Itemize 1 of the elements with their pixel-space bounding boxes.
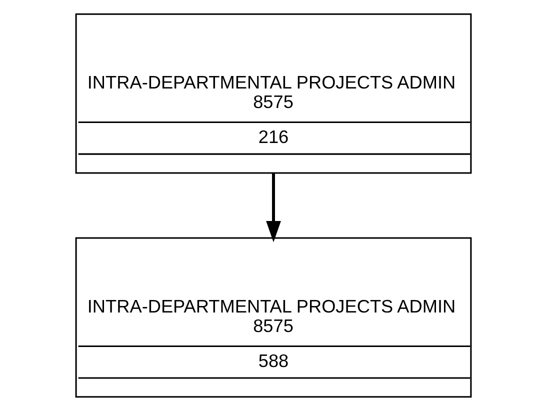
arrow (266, 174, 280, 242)
